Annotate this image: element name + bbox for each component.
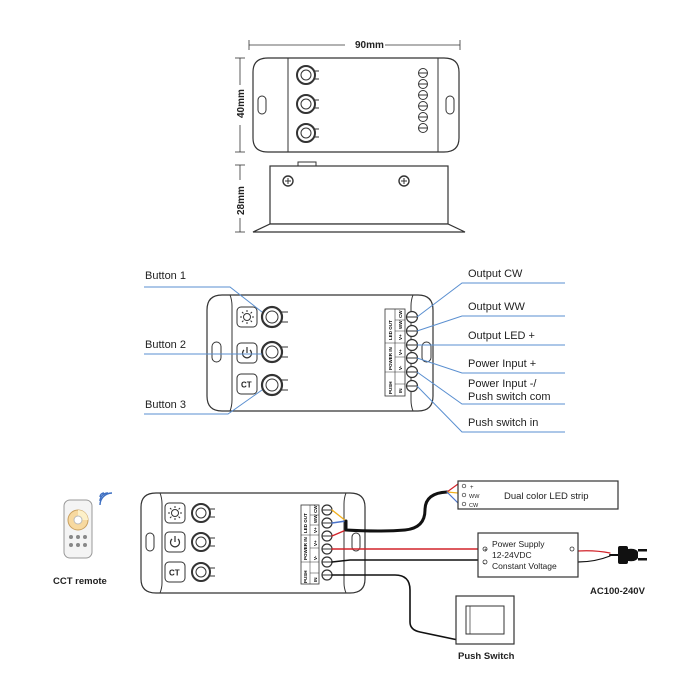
terminal-screws — [321, 504, 333, 581]
output-led-plus-label: Output LED + — [468, 330, 535, 342]
mounting-slot — [445, 95, 455, 115]
button-2-label: Button 2 — [145, 339, 186, 351]
side-enclosure — [269, 165, 449, 225]
led-out-label: LED OUT — [388, 320, 393, 340]
wireless-signal-icon — [99, 492, 113, 506]
push-switch-label: Push Switch — [458, 651, 515, 662]
svg-text:-: - — [483, 561, 485, 567]
cct-remote-label: CCT remote — [53, 576, 107, 587]
cw-label: CW — [313, 505, 318, 513]
led-strip-label: Dual color LED strip — [504, 491, 588, 502]
strip-cw-label: CW — [469, 503, 479, 509]
ww-label: WW — [398, 320, 403, 329]
power-supply: Power Supply 12-24VDC Constant Voltage +… — [477, 532, 579, 578]
knob-icon — [296, 65, 319, 85]
wires — [331, 483, 619, 641]
terminal-block — [418, 68, 428, 133]
ct-icon: CT — [241, 381, 252, 390]
push-in-label: IN — [313, 578, 318, 583]
width-dimension: 90mm — [355, 40, 384, 51]
psu-mode: Constant Voltage — [492, 561, 557, 571]
button-3-knob — [260, 373, 288, 397]
knob-icon — [296, 94, 319, 114]
vplus-label: V+ — [313, 527, 318, 533]
knob-icon — [191, 532, 215, 552]
power-icon — [169, 536, 181, 548]
push-label: PUSH — [388, 381, 393, 394]
strip-ww-label: WW — [469, 494, 480, 500]
mains-voltage-label: AC100-240V — [590, 586, 646, 597]
enclosure-outline — [252, 57, 460, 153]
cct-remote-icon — [63, 499, 93, 559]
cw-label: CW — [398, 310, 403, 318]
power-in-label: POWER IN — [303, 537, 308, 560]
screw-icon — [282, 175, 294, 187]
led-out-label: LED OUT — [303, 513, 308, 533]
push-switch-in-label: Push switch in — [468, 417, 538, 429]
mounting-slot — [211, 341, 222, 363]
labelled-controller-view: CT LED OUT POWER IN PUSH CW — [144, 268, 565, 433]
vminus-label: V- — [398, 365, 403, 370]
terminal-label-panel: LED OUT POWER IN PUSH CW WW V+ V+ V- IN — [300, 504, 320, 585]
strip-plus-label: + — [470, 485, 474, 491]
button-leader-lines — [144, 286, 263, 415]
button-1-label: Button 1 — [145, 270, 186, 282]
push-in-label: IN — [398, 389, 403, 394]
psu-title: Power Supply — [492, 539, 545, 549]
brightness-icon — [240, 310, 254, 324]
power-icon — [241, 347, 253, 359]
mounting-slot — [421, 341, 432, 363]
output-cw-label: Output CW — [468, 268, 523, 280]
height-dimension: 40mm — [236, 89, 247, 118]
ct-icon-box — [164, 561, 186, 583]
led-strip: + WW CW Dual color LED strip — [457, 480, 619, 510]
push-label: PUSH — [303, 570, 308, 583]
power-in-label: POWER IN — [388, 347, 393, 370]
push-switch-com-label: Push switch com — [468, 391, 551, 403]
power-input-plus-label: Power Input + — [468, 358, 536, 370]
vplus-power-label: V+ — [398, 349, 403, 355]
top-view-drawing: 90mm 40mm — [235, 40, 461, 153]
mounting-slot — [257, 95, 267, 115]
knob-icon — [191, 503, 215, 523]
ct-icon-box — [236, 373, 258, 395]
wiring-section: CCT remote CT — [53, 480, 647, 662]
vplus-label: V+ — [398, 334, 403, 340]
knob-icon — [191, 562, 215, 582]
brightness-icon — [168, 506, 182, 520]
vminus-label: V- — [313, 555, 318, 560]
svg-text:+: + — [484, 548, 488, 554]
terminal-leader-lines — [416, 282, 565, 433]
depth-dimension: 28mm — [236, 186, 247, 215]
psu-voltage: 12-24VDC — [492, 550, 532, 560]
ww-label: WW — [313, 514, 318, 523]
push-switch — [455, 595, 515, 645]
button-2-knob — [260, 340, 288, 364]
power-plug-icon — [618, 546, 647, 564]
button-3-label: Button 3 — [145, 399, 186, 411]
terminal-label-panel: LED OUT POWER IN PUSH CW WW V+ V+ V- IN — [384, 308, 406, 397]
screw-icon — [398, 175, 410, 187]
ct-icon: CT — [169, 569, 180, 578]
button-1-knob — [260, 305, 288, 329]
knob-icon — [296, 123, 319, 143]
output-ww-label: Output WW — [468, 301, 525, 313]
vplus-power-label: V+ — [313, 540, 318, 546]
power-input-minus-label: Power Input -/ — [468, 378, 537, 390]
side-view-drawing: 28mm — [235, 161, 466, 233]
